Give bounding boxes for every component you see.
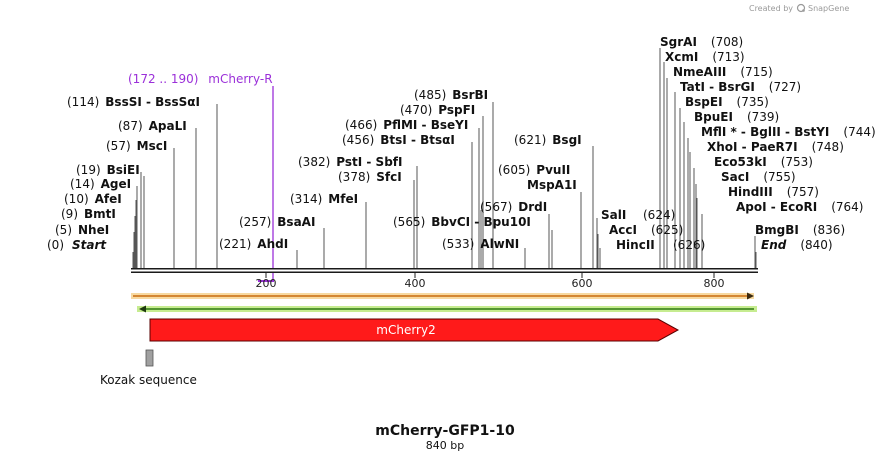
site-label-mfli[interactable]: MflI * - BglII - BstYI(744) [701,125,876,139]
site-label-alwni[interactable]: (533)AlwNI [442,237,519,251]
site-label-mspa1i[interactable]: MspA1I [527,178,577,192]
site-label-pspfi[interactable]: (470)PspFI [400,103,475,117]
site-label-end[interactable]: End(840) [761,238,833,252]
site-label-apali[interactable]: (87)ApaLI [118,119,187,133]
reverse-strand-arrow[interactable] [137,305,757,313]
site-label-bsiei[interactable]: (19)BsiEI [76,163,140,177]
site-label-bbvci[interactable]: (565)BbvCI - Bpu10I [393,215,531,229]
site-label-tati[interactable]: TatI - BsrGI(727) [680,80,801,94]
ruler-tick-label: 600 [572,277,593,290]
site-lines [132,48,757,268]
site-label-start[interactable]: (0)Start [47,238,107,252]
site-label-pvuii[interactable]: (605)PvuII [498,163,570,177]
site-label-eco53ki[interactable]: Eco53kI(753) [714,155,813,169]
site-label-afei[interactable]: (10)AfeI [64,192,122,206]
site-label-acci-pos[interactable]: (625) [651,223,683,237]
credit-text: Created by [749,4,793,13]
site-label-xcmi[interactable]: XcmI(713) [665,50,745,64]
ruler-tick-label: 800 [704,277,725,290]
site-label-sgrai[interactable]: SgrAI(708) [660,35,743,49]
site-label-btsi[interactable]: (456)BtsI - BtsαI [342,133,455,147]
site-label-apoi[interactable]: ApoI - EcoRI(764) [736,200,863,214]
site-label-sfci[interactable]: (378)SfcI [338,170,402,184]
site-label-sali-pos[interactable]: (624) [643,208,675,222]
site-label-bpuei[interactable]: BpuEI(739) [694,110,779,124]
sequence-backbone [131,268,758,273]
map-title: mCherry-GFP1-10 [375,423,515,439]
site-label-acci[interactable]: AccI [609,223,637,237]
site-label-psti[interactable]: (382)PstI - SbfI [298,155,402,169]
map-subtitle: 840 bp [426,439,464,452]
site-label-msci[interactable]: (57)MscI [106,139,167,153]
site-label-drdi[interactable]: (567)DrdI [480,200,547,214]
feature-mcherry2[interactable]: mCherry2 [149,318,680,342]
primer-label[interactable]: (172 .. 190) mCherry-R [128,72,273,86]
site-label-hincii[interactable]: HincII [616,238,655,252]
feature-kozak-label: Kozak sequence [100,373,197,387]
site-label-bsrbi[interactable]: (485)BsrBI [414,88,488,102]
ruler-tick-label: 400 [405,277,426,290]
ruler-tick-label: 200 [256,277,277,290]
forward-strand-arrow[interactable] [131,292,754,300]
site-label-nhei[interactable]: (5)NheI [55,223,109,237]
site-label-ahdi[interactable]: (221)AhdI [219,237,288,251]
site-label-nmeaiii[interactable]: NmeAIII(715) [673,65,773,79]
site-label-xhoi[interactable]: XhoI - PaeR7I(748) [707,140,844,154]
primer-range: (172 .. 190) [128,72,198,86]
site-label-bmti[interactable]: (9)BmtI [61,207,116,221]
site-label-agei[interactable]: (14)AgeI [70,177,131,191]
feature-mcherry2-label: mCherry2 [376,323,435,337]
brand-text: SnapGene [808,4,849,13]
site-label-sali[interactable]: SalI [601,208,626,222]
site-label-bmgbi[interactable]: BmgBI(836) [755,223,845,237]
site-label-bsssi[interactable]: (114)BssSI - BssSαI [67,95,200,109]
ruler-ticks [265,273,715,278]
site-label-bspei[interactable]: BspEI(735) [685,95,769,109]
site-label-bsgi[interactable]: (621)BsgI [514,133,582,147]
primer-name: mCherry-R [208,72,272,86]
site-label-mfei[interactable]: (314)MfeI [290,192,358,206]
snapgene-logo-icon [796,3,806,13]
site-label-pflmi[interactable]: (466)PflMI - BseYI [345,118,468,132]
feature-kozak[interactable] [145,349,154,367]
site-label-hindiii[interactable]: HindIII(757) [728,185,819,199]
site-label-hincii-pos[interactable]: (626) [673,238,705,252]
site-label-saci[interactable]: SacI(755) [721,170,796,184]
site-label-bsaai[interactable]: (257)BsaAI [239,215,315,229]
